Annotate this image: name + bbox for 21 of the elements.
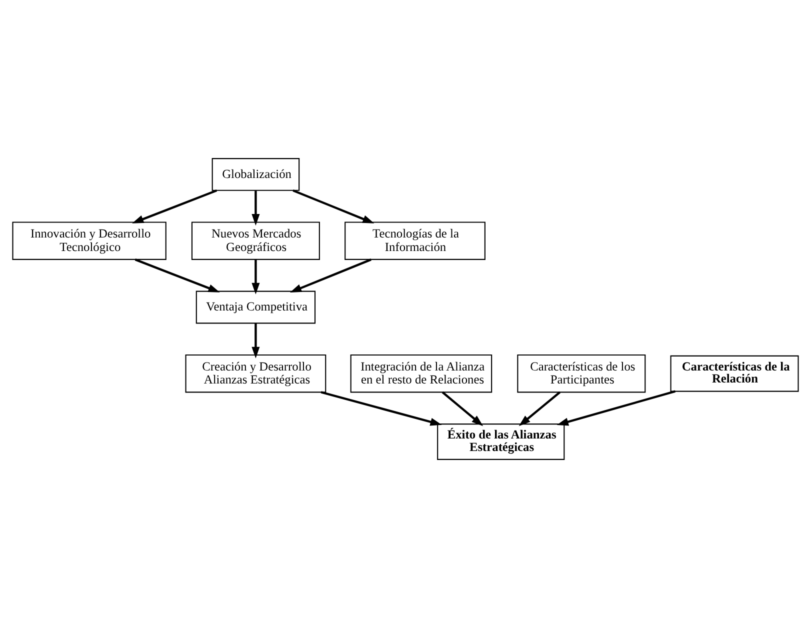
arrow bbox=[132, 188, 218, 223]
arrow bbox=[518, 390, 561, 426]
arrow bbox=[134, 258, 220, 292]
arrow bbox=[320, 390, 442, 426]
node-box: Globalización bbox=[212, 158, 300, 190]
node-box: Innovación y Desarrollo Tecnológico bbox=[12, 221, 166, 260]
arrow bbox=[556, 390, 676, 426]
node-box: Características de los Participantes bbox=[517, 354, 646, 392]
node-box: Integración de la Alianza en el resto de Relaciones bbox=[350, 354, 492, 392]
node-box: Nuevos Mercados Geográficos bbox=[191, 221, 320, 260]
node-box: Características de la Relación bbox=[670, 354, 799, 392]
node-box: Éxito de las Alianzas Estratégicas bbox=[437, 423, 565, 460]
arrow bbox=[252, 190, 260, 226]
node-box: Tecnologías de la Información bbox=[344, 221, 486, 260]
arrow bbox=[292, 188, 374, 223]
arrow bbox=[290, 258, 372, 292]
arrow bbox=[252, 259, 260, 294]
node-box: Creación y Desarrollo Alianzas Estratégicas bbox=[185, 354, 326, 392]
arrow bbox=[442, 390, 484, 426]
node-box: Ventaja Competitiva bbox=[196, 290, 316, 324]
arrow bbox=[252, 322, 260, 358]
